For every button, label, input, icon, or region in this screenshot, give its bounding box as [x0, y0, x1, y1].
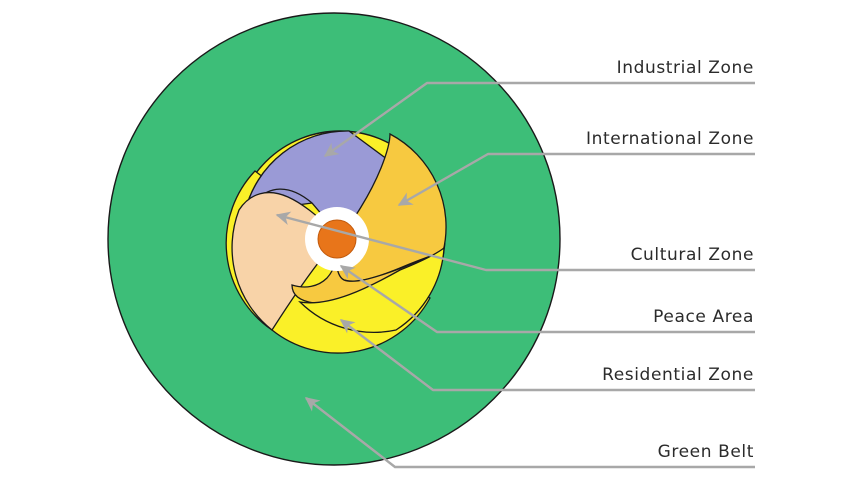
legend-item-residential[interactable]: Residential Zone: [602, 365, 754, 385]
legend-label-industrial: Industrial Zone: [616, 58, 754, 78]
legend-item-cultural[interactable]: Cultural Zone: [631, 245, 754, 265]
legend-item-industrial[interactable]: Industrial Zone: [617, 58, 754, 78]
zone-shapes: [107, 12, 561, 466]
zone-peace-area-core[interactable]: [317, 219, 357, 259]
legend-label-peace-area: Peace Area: [653, 307, 754, 327]
legend-label-international: International Zone: [586, 129, 754, 149]
leader-line-green-belt: [304, 397, 755, 469]
legend-item-peace-area[interactable]: Peace Area: [653, 307, 754, 327]
legend-label-green-belt: Green Belt: [657, 442, 754, 462]
legend-item-green-belt[interactable]: Green Belt: [658, 442, 754, 462]
legend-label-residential: Residential Zone: [602, 365, 754, 385]
legend-item-international[interactable]: International Zone: [586, 129, 754, 149]
label-underlines: [565, 82, 755, 468]
legend-label-cultural: Cultural Zone: [630, 245, 754, 265]
